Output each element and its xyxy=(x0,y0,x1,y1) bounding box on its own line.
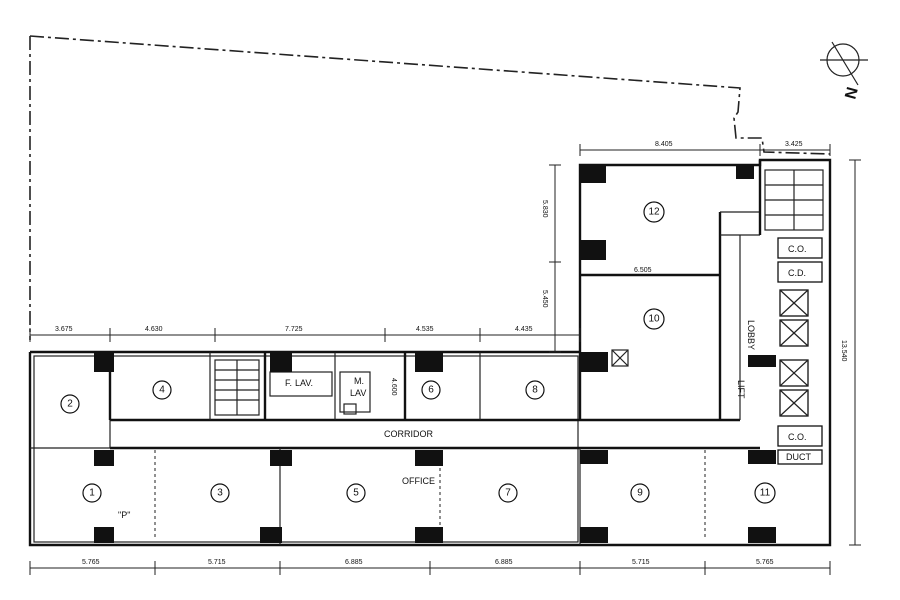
room-12: 12 xyxy=(643,201,665,223)
room-1: 1 xyxy=(82,483,102,503)
f-lav-label-1: F. xyxy=(285,378,292,388)
svg-text:3.425: 3.425 xyxy=(785,141,803,148)
svg-text:5.765: 5.765 xyxy=(82,559,100,566)
svg-text:11: 11 xyxy=(760,488,771,499)
room-5: 5 xyxy=(346,483,366,503)
svg-text:3.675: 3.675 xyxy=(55,326,73,333)
f-lav-label-2: LAV. xyxy=(295,378,313,388)
svg-text:8.405: 8.405 xyxy=(655,141,673,148)
svg-text:5.830: 5.830 xyxy=(541,200,548,218)
upper-right-dimension-line: 8.405 3.425 xyxy=(579,141,831,156)
north-arrow: N xyxy=(820,41,868,101)
room-8: 8 xyxy=(525,380,545,400)
lift-label: LIFT xyxy=(736,380,746,399)
stair-east xyxy=(764,169,824,231)
bottom-dimension-line: 5.765 5.715 6.885 6.885 5.715 5.765 xyxy=(29,559,831,575)
lavatories: F. LAV. M. LAV xyxy=(269,371,371,415)
svg-text:12: 12 xyxy=(648,207,660,218)
duct-label: DUCT xyxy=(786,452,811,462)
svg-text:6.885: 6.885 xyxy=(495,559,513,566)
svg-text:7.725: 7.725 xyxy=(285,326,303,333)
svg-text:4: 4 xyxy=(159,385,165,396)
room-numbers: 1 2 3 4 5 6 7 8 9 10 11 12 xyxy=(60,201,776,504)
room-7: 7 xyxy=(498,483,518,503)
svg-text:8: 8 xyxy=(532,385,538,396)
svg-text:2: 2 xyxy=(67,399,73,410)
north-label: N xyxy=(842,85,861,101)
co-label-2: C.O. xyxy=(788,432,807,442)
svg-text:5.450: 5.450 xyxy=(541,290,548,308)
lift-cars xyxy=(779,289,809,417)
svg-text:9: 9 xyxy=(637,488,643,499)
m-lav-label-1: M. xyxy=(354,376,364,386)
m-lav-label-2: LAV xyxy=(350,388,366,398)
cd-label: C.D. xyxy=(788,268,806,278)
room-10: 10 xyxy=(643,308,665,330)
svg-text:5.715: 5.715 xyxy=(208,559,226,566)
svg-text:6.885: 6.885 xyxy=(345,559,363,566)
svg-text:13.540: 13.540 xyxy=(840,340,847,362)
svg-text:5.715: 5.715 xyxy=(632,559,650,566)
stair-north xyxy=(214,359,260,416)
svg-text:10: 10 xyxy=(648,314,660,325)
svg-text:5: 5 xyxy=(353,488,359,499)
svg-text:7: 7 xyxy=(505,488,511,499)
room-4: 4 xyxy=(152,380,172,400)
corridor: CORRIDOR xyxy=(109,418,760,450)
svg-text:1: 1 xyxy=(89,488,95,499)
room-3: 3 xyxy=(210,483,230,503)
svg-text:3: 3 xyxy=(217,488,223,499)
svg-text:4.435: 4.435 xyxy=(515,326,533,333)
svg-text:6.505: 6.505 xyxy=(634,267,652,274)
co-label-1: C.O. xyxy=(788,244,807,254)
p-mark: "P" xyxy=(118,510,130,520)
corridor-label: CORRIDOR xyxy=(384,429,433,439)
east-wing xyxy=(580,160,762,420)
room-11: 11 xyxy=(754,482,776,504)
structural-columns xyxy=(94,165,776,543)
svg-text:6: 6 xyxy=(428,385,434,396)
shaft xyxy=(611,349,629,367)
top-dimension-line: 3.675 4.630 7.725 4.535 4.435 xyxy=(29,326,581,342)
svg-text:4.630: 4.630 xyxy=(145,326,163,333)
site-boundary xyxy=(29,35,831,155)
left-stack-dimension-line: 5.830 5.450 xyxy=(541,164,561,353)
svg-text:4.535: 4.535 xyxy=(416,326,434,333)
lobby-label: LOBBY xyxy=(746,320,756,350)
svg-text:5.765: 5.765 xyxy=(756,559,774,566)
room-6: 6 xyxy=(421,380,441,400)
inner-dimensions: 6.505 4.600 xyxy=(390,267,652,396)
right-dimension-line: 13.540 xyxy=(840,159,861,546)
south-row-partitions: OFFICE "P" xyxy=(118,448,706,545)
room-9: 9 xyxy=(630,483,650,503)
office-label: OFFICE xyxy=(402,476,435,486)
room-2: 2 xyxy=(60,394,80,414)
service-core: C.O. C.D. C.O. DUCT LOBBY LIFT xyxy=(736,237,823,465)
svg-text:4.600: 4.600 xyxy=(390,378,397,396)
